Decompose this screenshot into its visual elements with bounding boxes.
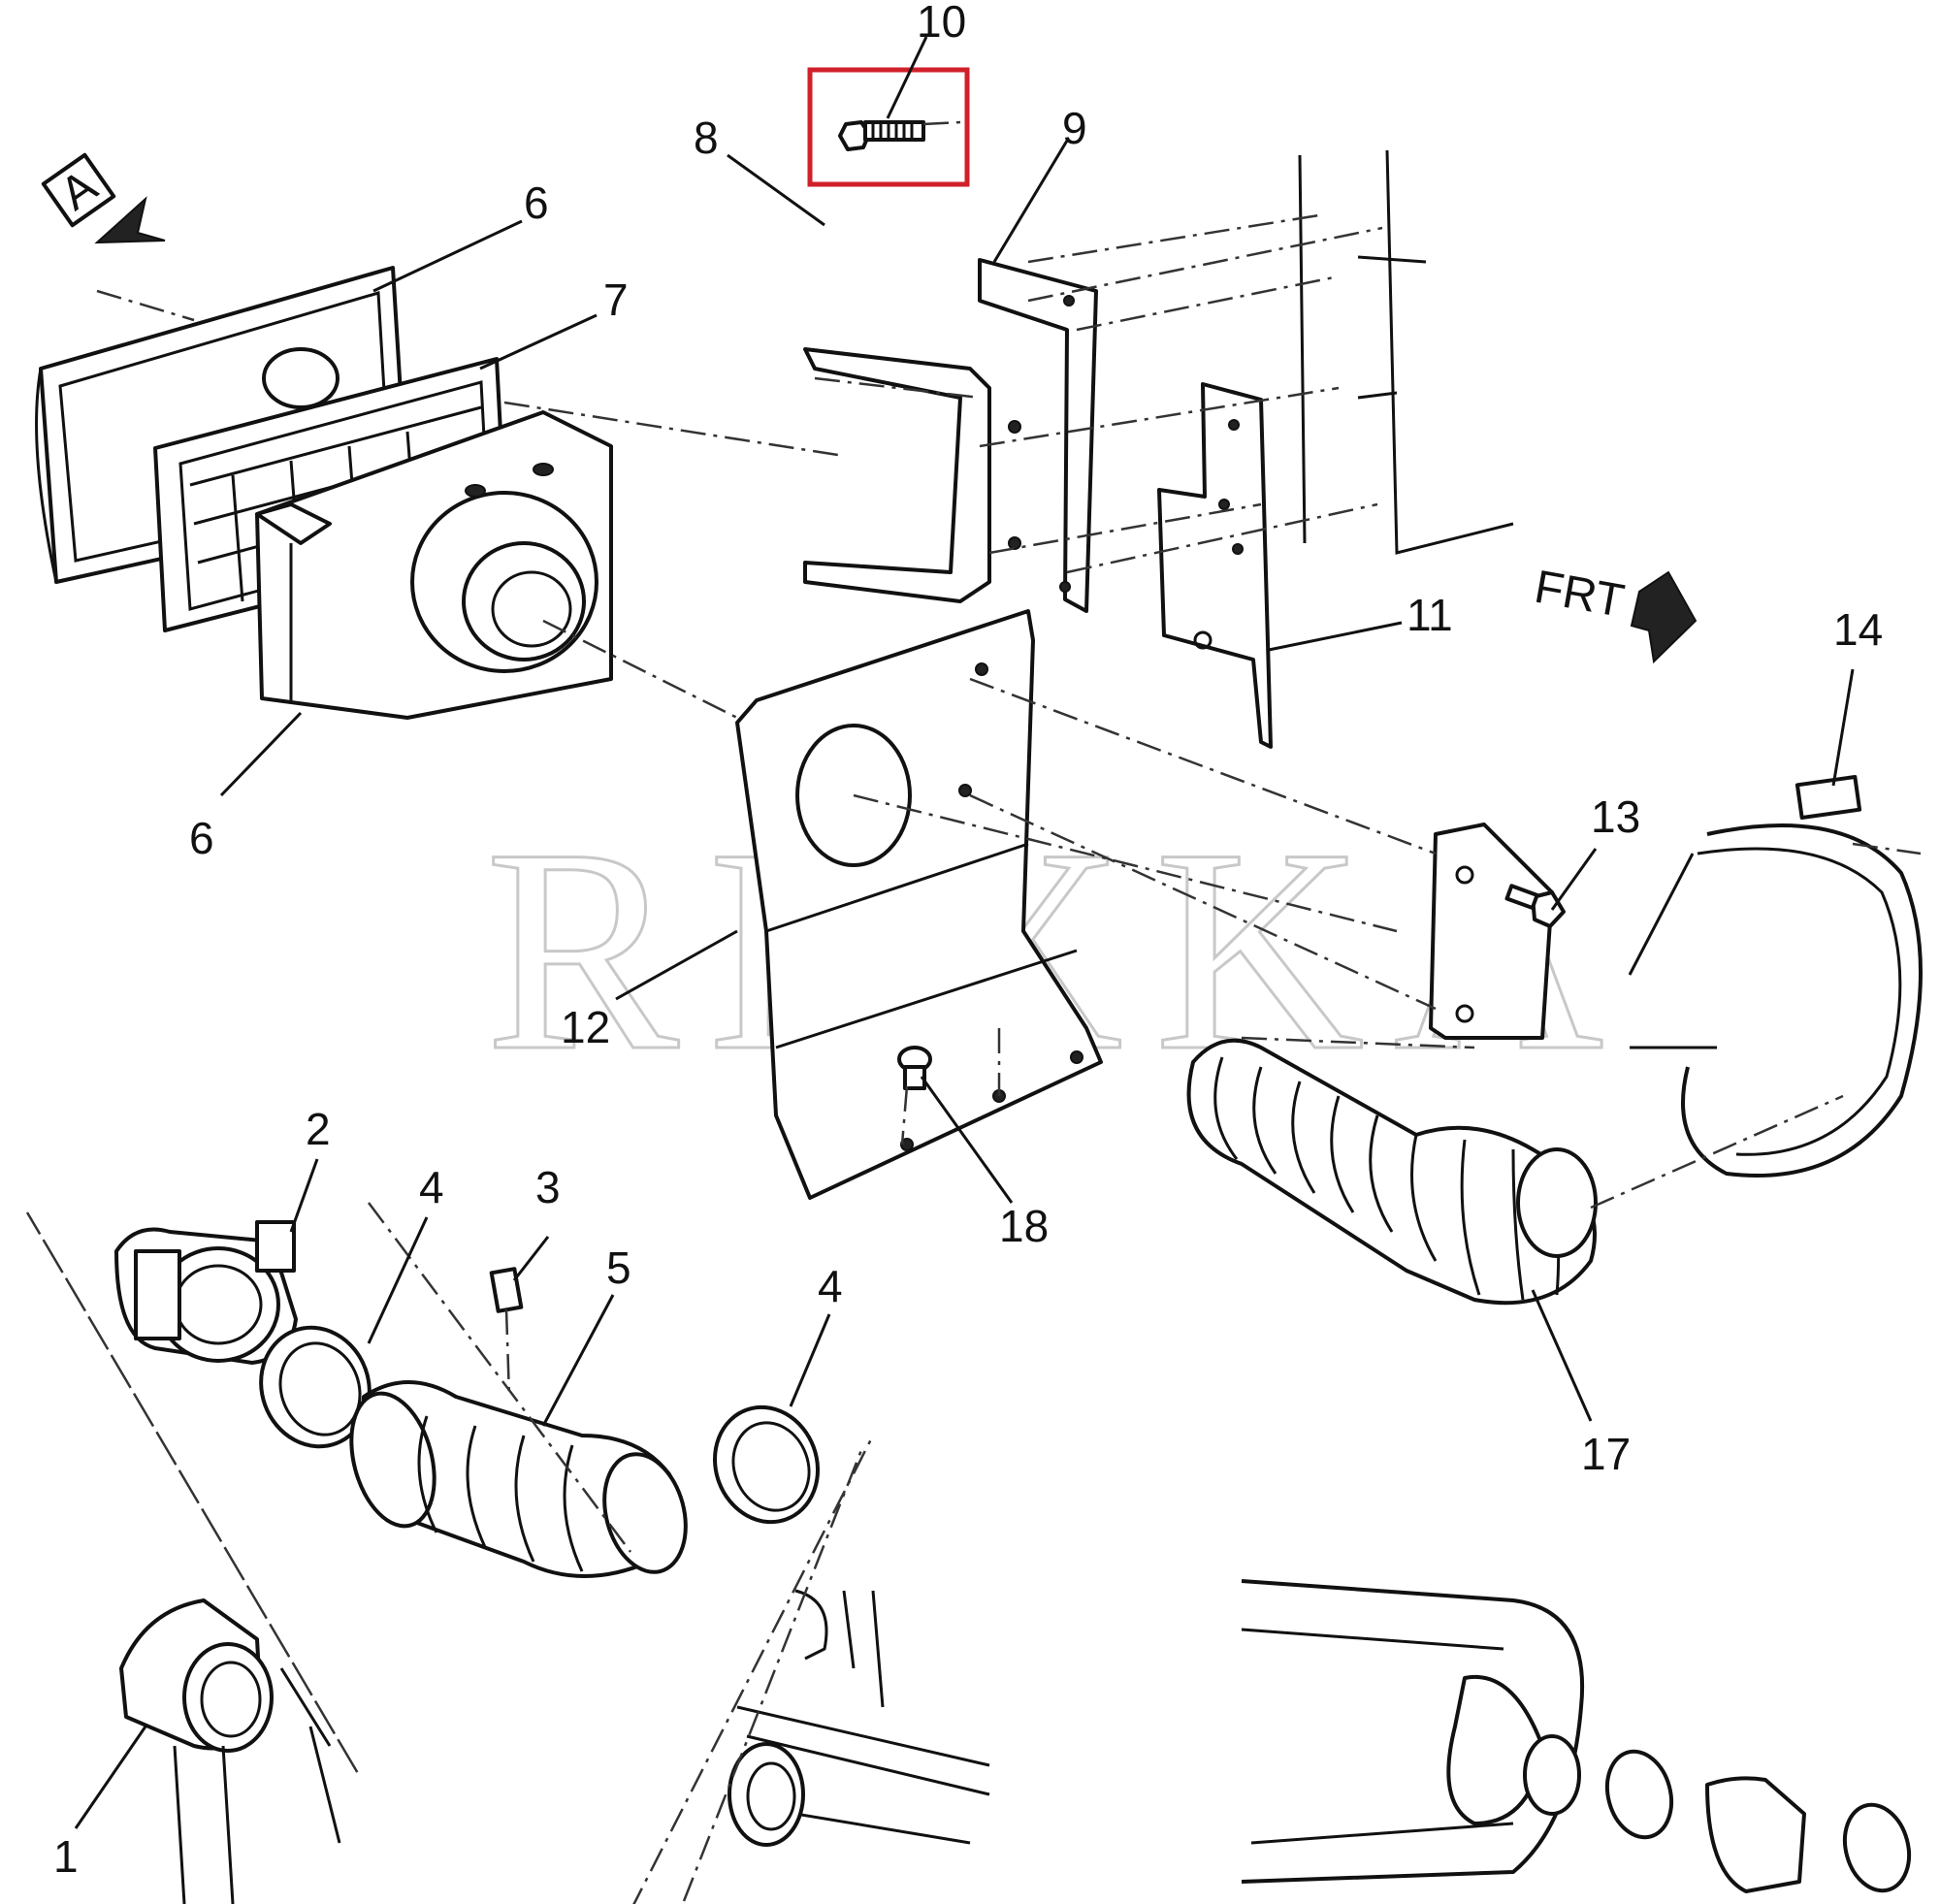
callout-14: 14 [1833,604,1883,655]
front-direction-indicator: FRT [1531,562,1698,664]
callout-labels: 10 8 9 6 7 6 11 14 13 12 18 2 4 3 5 4 17… [53,0,1883,1882]
mass-airflow-sensor-part-2 [114,1220,298,1365]
hose-clamp-part-4-right [713,1404,820,1525]
callout-1: 1 [53,1831,79,1882]
front-direction-label: FRT [1531,562,1628,628]
leader-lines [74,36,1855,1829]
alignment-lines [25,213,1922,1904]
callout-4-left: 4 [419,1162,444,1212]
vehicle-frame-outline [1298,149,1514,555]
callout-9: 9 [1062,103,1087,153]
clip-part-18 [897,1046,932,1090]
mount-plate [1429,823,1554,1040]
callout-10: 10 [917,0,966,47]
callout-6-bottom: 6 [189,813,214,863]
highlight-box-part-10 [807,67,970,187]
resonator-assembly [1241,1579,1912,1893]
callout-6-top: 6 [524,177,549,228]
callout-13: 13 [1591,791,1640,842]
bolt-part-13 [1504,884,1566,928]
intake-duct-part-5 [349,1380,688,1578]
callout-12: 12 [561,1002,610,1052]
strap-clamp-part-14 [1628,774,1923,1178]
engine-detail-center [728,1589,990,1847]
callout-5: 5 [606,1242,631,1293]
callout-18: 18 [999,1201,1049,1251]
callout-17: 17 [1581,1429,1631,1479]
temperature-sensor-part-3 [489,1267,524,1398]
air-box-part-6 [255,410,613,720]
shield-panel-part-12 [735,609,1103,1200]
callout-11: 11 [1406,590,1453,640]
callout-2: 2 [306,1104,331,1154]
view-a-marker: A [41,152,166,244]
bracket-plate-part-11 [1157,382,1273,749]
callout-7: 7 [603,274,629,325]
throttle-body-part-1 [119,1598,341,1904]
flex-duct-part-17 [1186,1038,1598,1306]
callout-3: 3 [535,1162,561,1212]
bolt-part-10 [838,120,961,151]
callout-8: 8 [694,113,719,163]
callout-4-right: 4 [818,1261,843,1311]
bracket-part-9 [803,258,1098,613]
hose-clamp-part-4-left [259,1325,372,1449]
